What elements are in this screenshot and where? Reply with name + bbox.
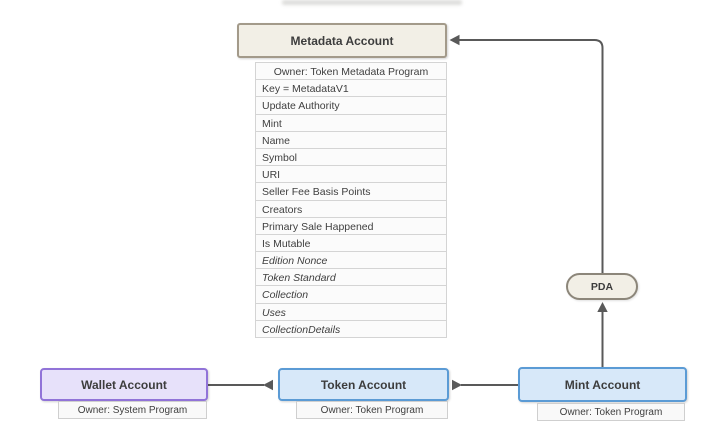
mint-account-node: Mint Account [518, 367, 687, 402]
wallet-account-node: Wallet Account [40, 368, 208, 401]
token-account-title: Token Account [320, 377, 407, 392]
metadata-field-row: Seller Fee Basis Points [255, 182, 447, 201]
metadata-field-row: Collection [255, 285, 447, 304]
metadata-field-row: Mint [255, 113, 447, 132]
metadata-field-row: Token Standard [255, 268, 447, 287]
pda-label: PDA [590, 280, 614, 293]
metadata-field-row: URI [255, 165, 447, 184]
metadata-field-row: Edition Nonce [255, 251, 447, 270]
mint-owner-label: Owner: Token Program [537, 403, 685, 421]
metadata-field-row: Primary Sale Happened [255, 216, 447, 235]
arrow-pda-to-metadata [449, 34, 604, 273]
mint-owner-text: Owner: Token Program [559, 406, 663, 418]
cropped-top-artifact [282, 0, 462, 5]
metadata-field-row: Symbol [255, 147, 447, 167]
metadata-field-row: Name [255, 130, 447, 149]
metadata-field-row: Creators [255, 199, 447, 218]
metadata-field-row: Uses [255, 302, 447, 321]
pda-node: PDA [566, 273, 638, 300]
arrow-mint-to-pda [597, 302, 608, 367]
token-owner-label: Owner: Token Program [296, 401, 448, 419]
metadata-field-row: Is Mutable [255, 233, 447, 253]
token-account-node: Token Account [278, 368, 449, 401]
metadata-field-row: Owner: Token Metadata Program [255, 62, 447, 81]
wallet-owner-label: Owner: System Program [58, 401, 207, 419]
token-owner-text: Owner: Token Program [320, 404, 424, 416]
arrow-token-to-mint [452, 379, 518, 391]
metadata-account-title: Metadata Account [290, 33, 394, 48]
metadata-field-row: Update Authority [255, 96, 447, 115]
mint-account-title: Mint Account [564, 377, 641, 392]
wallet-account-title: Wallet Account [81, 377, 167, 392]
metadata-field-row: Key = MetadataV1 [255, 79, 447, 98]
arrow-token-to-wallet [208, 379, 273, 391]
metadata-field-row: CollectionDetails [255, 319, 447, 338]
wallet-owner-text: Owner: System Program [77, 404, 188, 416]
metadata-account-node: Metadata Account [237, 23, 447, 58]
